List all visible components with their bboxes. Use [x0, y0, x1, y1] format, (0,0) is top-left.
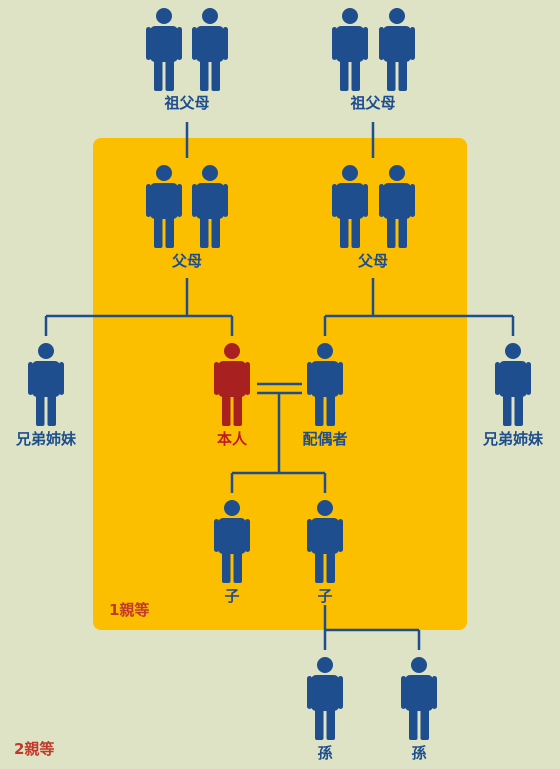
child-person [307, 500, 343, 583]
parent-person [192, 165, 228, 248]
grandparent-person [332, 8, 368, 91]
parents-right-label: 父母 [357, 252, 389, 270]
grandparent-person [379, 8, 415, 91]
self-label: 本人 [216, 430, 248, 448]
parents-left-label: 父母 [171, 252, 203, 270]
parent-person [332, 165, 368, 248]
grandchild-1-label: 孫 [317, 744, 333, 762]
grandchild-person [401, 657, 437, 740]
child-person [214, 500, 250, 583]
sibling-person [28, 343, 64, 426]
parent-person [379, 165, 415, 248]
spouse-person [307, 343, 343, 426]
grandchild-person [307, 657, 343, 740]
grandparent-person [146, 8, 182, 91]
sibling-person [495, 343, 531, 426]
siblings-left-label: 兄弟姉妹 [15, 430, 77, 448]
second-degree-label: 2親等 [14, 740, 55, 758]
child-2-label: 子 [317, 587, 333, 605]
grandparents-right-label: 祖父母 [350, 94, 396, 112]
parent-person [146, 165, 182, 248]
child-1-label: 子 [224, 587, 240, 605]
people [28, 8, 531, 740]
siblings-right-label: 兄弟姉妹 [482, 430, 544, 448]
first-degree-label: 1親等 [109, 601, 150, 619]
connector-lines [44, 122, 515, 650]
self-person [214, 343, 250, 426]
grandparents-left-label: 祖父母 [164, 94, 210, 112]
spouse-label: 配偶者 [302, 430, 348, 448]
grandchild-2-label: 孫 [411, 744, 427, 762]
grandparent-person [192, 8, 228, 91]
